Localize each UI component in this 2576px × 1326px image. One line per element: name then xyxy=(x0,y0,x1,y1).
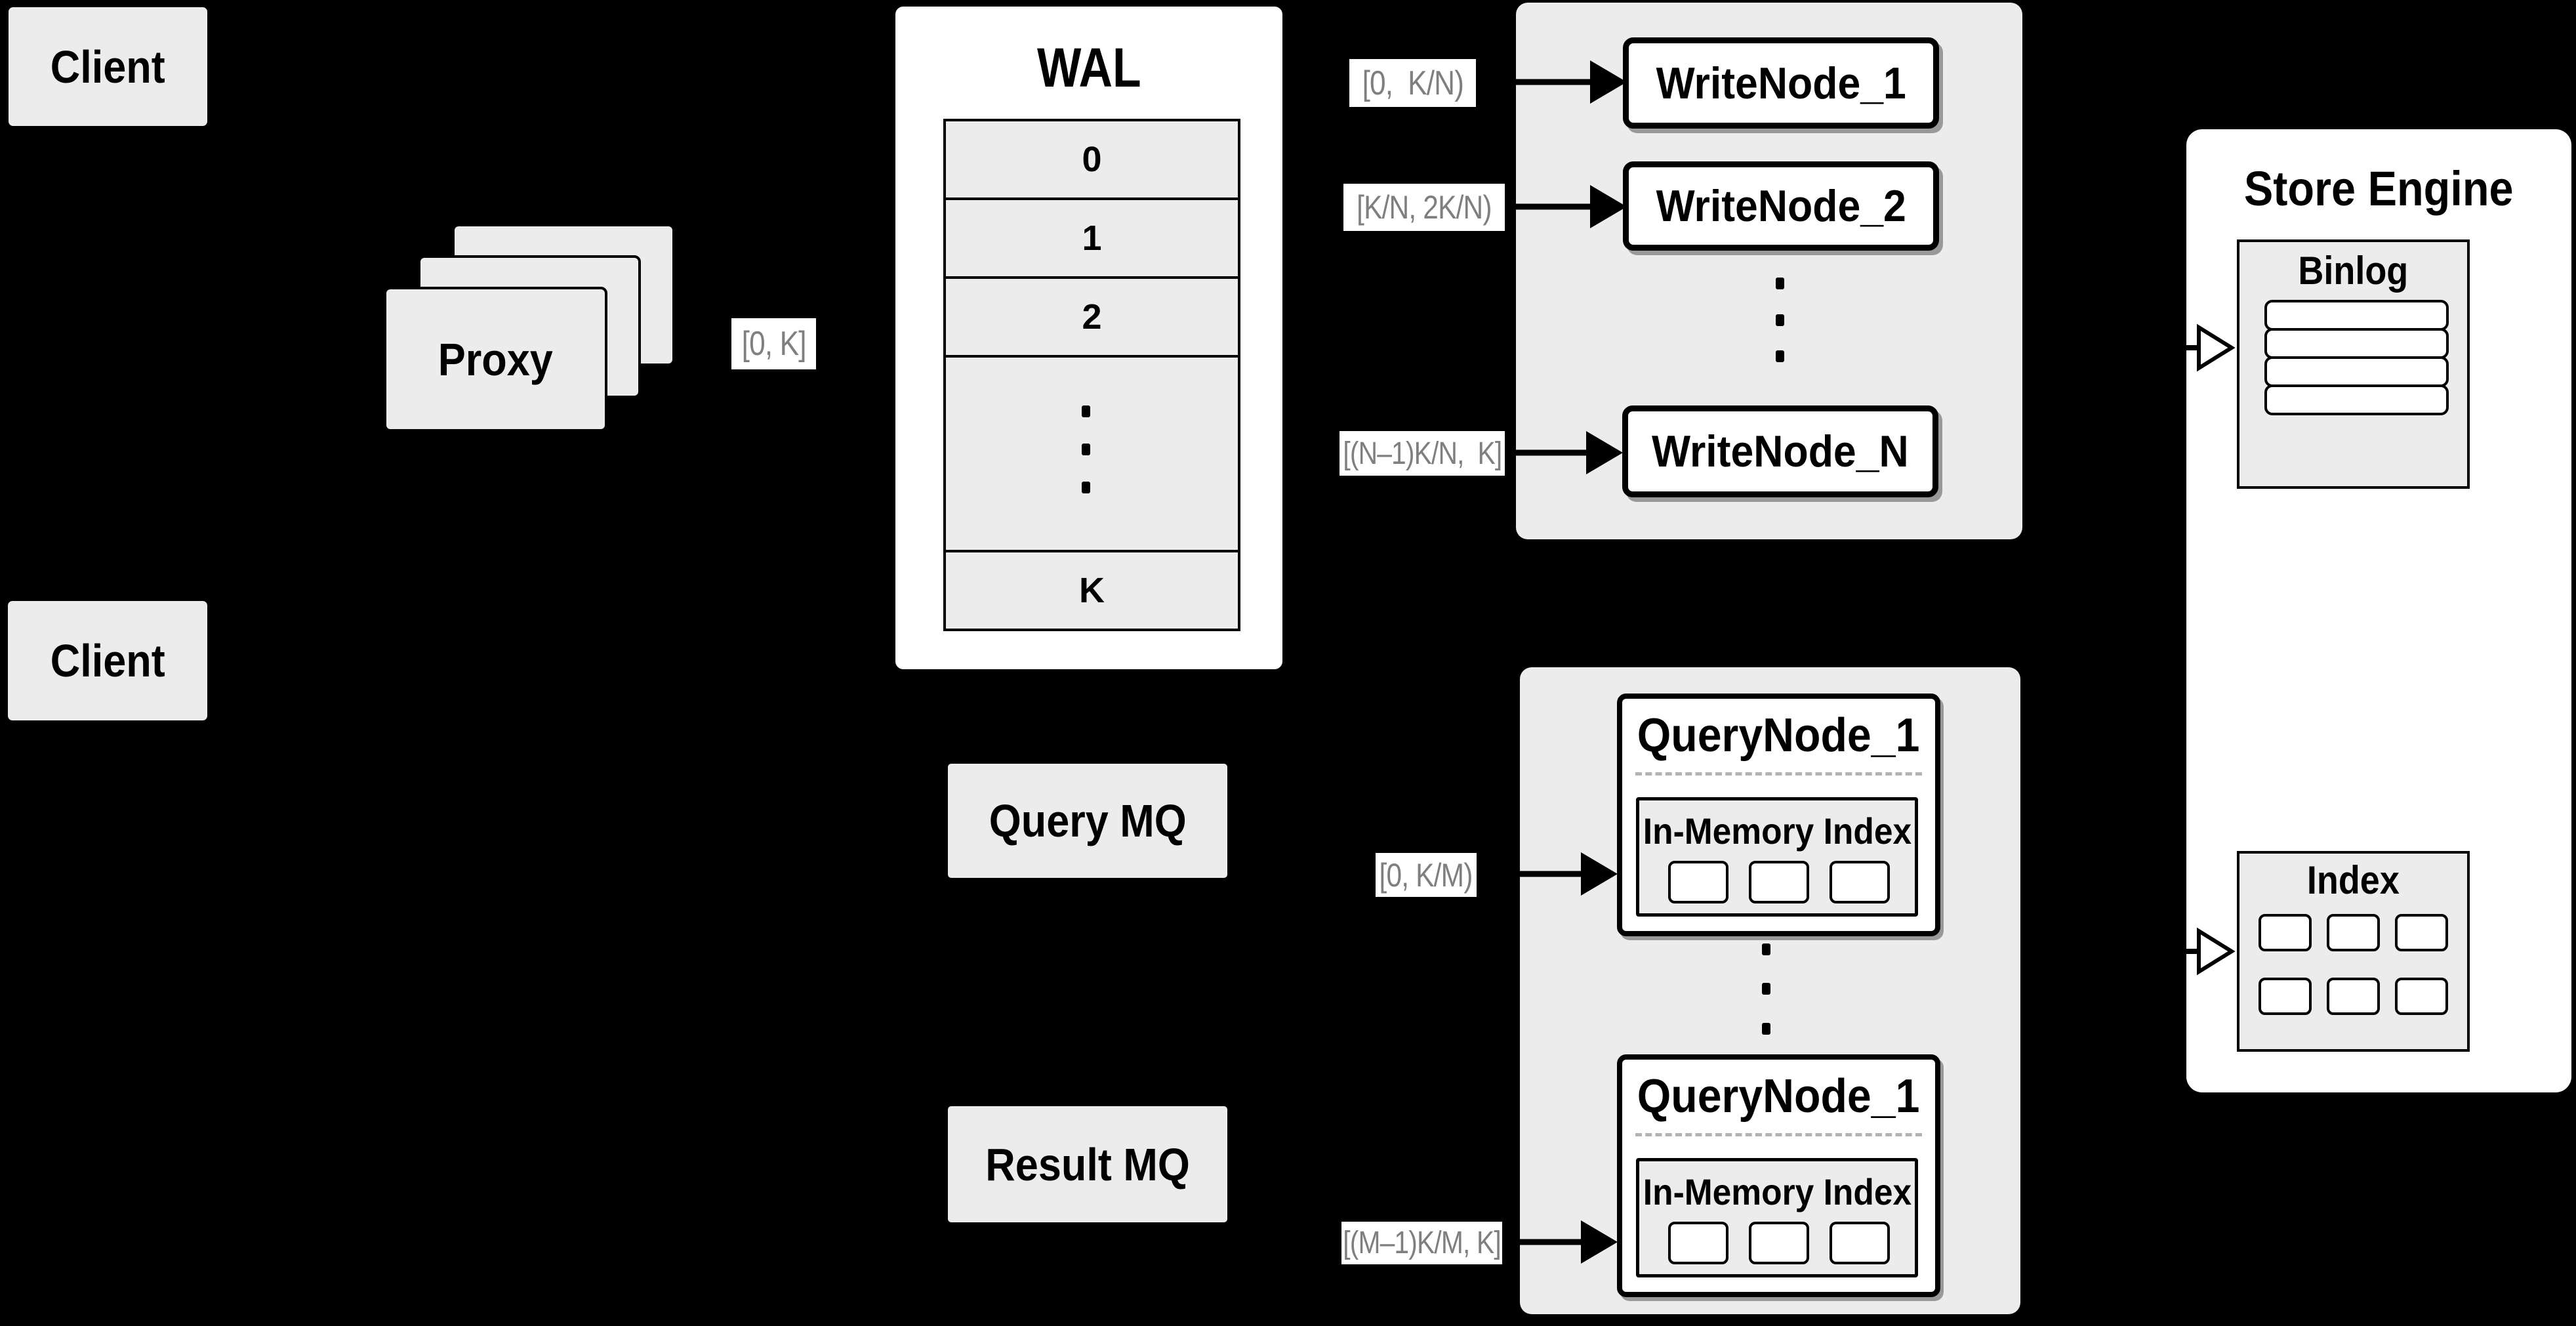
write-node-2-label: WriteNode_2 xyxy=(1656,181,1906,231)
in-memory-index-1-title-wrap: In-Memory Index xyxy=(1639,800,1915,861)
binlog-rows xyxy=(2264,300,2467,415)
client-top-box: Client xyxy=(7,5,209,128)
wal-ellipsis-dot xyxy=(1082,444,1090,455)
store-engine-title: Store Engine xyxy=(2244,161,2514,216)
binlog-box: Binlog xyxy=(2237,239,2470,489)
binlog-title-wrap: Binlog xyxy=(2239,242,2467,299)
result-mq-label: Result MQ xyxy=(985,1138,1190,1190)
query-node-ellipsis-dot xyxy=(1762,983,1770,995)
index-segment xyxy=(2259,914,2312,951)
binlog-row xyxy=(2264,384,2449,415)
query-node-ellipsis-dot xyxy=(1762,943,1770,955)
client-bottom-box: Client xyxy=(6,599,209,722)
memory-segment xyxy=(1668,861,1728,903)
edge-label-write-1: [0, K/N) xyxy=(1349,59,1476,107)
index-segment xyxy=(2395,914,2448,951)
in-memory-index-2-title-wrap: In-Memory Index xyxy=(1639,1161,1915,1222)
query-node-1-box: QueryNode_1 In-Memory Index xyxy=(1617,694,1940,936)
write-node-n-box: WriteNode_N xyxy=(1622,405,1938,497)
wal-ellipsis-dot xyxy=(1082,405,1090,417)
index-title: Index xyxy=(2306,858,2400,902)
in-memory-index-2-box: In-Memory Index xyxy=(1636,1158,1918,1277)
query-node-m-title: QueryNode_1 xyxy=(1637,1070,1920,1123)
in-memory-index-1-title: In-Memory Index xyxy=(1643,810,1912,852)
memory-segment xyxy=(1668,1222,1728,1264)
write-node-1-label: WriteNode_1 xyxy=(1656,58,1906,108)
index-segment xyxy=(2327,914,2380,951)
write-node-ellipsis-dot xyxy=(1776,350,1784,362)
edge-label-query-m: [(M–1)K/M, K] xyxy=(1341,1222,1502,1264)
memory-segment xyxy=(1830,861,1890,903)
binlog-row xyxy=(2264,328,2449,359)
client-top-label: Client xyxy=(50,41,165,93)
index-segment xyxy=(2327,978,2380,1015)
wal-row-0: 0 xyxy=(943,119,1240,200)
index-segment xyxy=(2395,978,2448,1015)
query-node-m-box: QueryNode_1 In-Memory Index xyxy=(1617,1054,1940,1297)
in-memory-index-1-box: In-Memory Index xyxy=(1636,797,1918,917)
index-title-wrap: Index xyxy=(2239,854,2467,906)
wal-row-ellipsis xyxy=(943,355,1240,552)
edge-label-proxy-to-wal: [0, K] xyxy=(731,318,816,369)
query-node-m-separator xyxy=(1635,1133,1922,1136)
query-node-1-separator xyxy=(1635,772,1922,776)
edge-label-write-2: [K/N, 2K/N) xyxy=(1343,184,1505,231)
proxy-label: Proxy xyxy=(438,333,554,385)
query-node-1-title: QueryNode_1 xyxy=(1637,709,1920,762)
edge-label-query-1: [0, K/M) xyxy=(1376,853,1477,897)
client-bottom-label: Client xyxy=(50,635,165,686)
memory-segment xyxy=(1749,1222,1809,1264)
store-engine-title-wrap: Store Engine xyxy=(2186,159,2571,218)
memory-segment xyxy=(1830,1222,1890,1264)
wal-row-k: K xyxy=(943,550,1240,631)
write-node-1-box: WriteNode_1 xyxy=(1623,37,1939,129)
query-mq-box: Query MQ xyxy=(946,762,1229,880)
store-engine-panel: Store Engine Binlog Index xyxy=(2186,129,2571,1092)
query-mq-label: Query MQ xyxy=(989,795,1187,846)
result-mq-box: Result MQ xyxy=(946,1104,1229,1224)
query-node-1-title-wrap: QueryNode_1 xyxy=(1622,699,1935,772)
memory-segment xyxy=(1749,861,1809,903)
wal-title-wrap: WAL xyxy=(895,36,1282,98)
index-box: Index xyxy=(2237,851,2470,1052)
in-memory-index-2-segments xyxy=(1639,1222,1915,1264)
wal-segment-table: 0 1 2 K xyxy=(943,119,1240,631)
wal-title: WAL xyxy=(1036,36,1141,98)
write-node-ellipsis-dot xyxy=(1776,278,1784,289)
query-node-ellipsis-dot xyxy=(1762,1023,1770,1035)
wal-row-1: 1 xyxy=(943,197,1240,279)
index-square-row xyxy=(2239,978,2467,1015)
write-node-ellipsis-dot xyxy=(1776,314,1784,326)
wal-panel: WAL 0 1 2 K xyxy=(895,7,1282,669)
in-memory-index-2-title: In-Memory Index xyxy=(1643,1171,1912,1212)
proxy-box-front: Proxy xyxy=(384,287,607,432)
binlog-row xyxy=(2264,300,2449,331)
wal-ellipsis-dot xyxy=(1082,482,1090,493)
wal-row-2: 2 xyxy=(943,276,1240,358)
write-node-2-box: WriteNode_2 xyxy=(1623,161,1939,251)
binlog-row xyxy=(2264,356,2449,387)
index-segment xyxy=(2259,978,2312,1015)
query-node-m-title-wrap: QueryNode_1 xyxy=(1622,1060,1935,1133)
binlog-title: Binlog xyxy=(2298,248,2409,293)
in-memory-index-1-segments xyxy=(1639,861,1915,903)
index-square-row xyxy=(2239,914,2467,951)
write-node-n-label: WriteNode_N xyxy=(1652,426,1909,476)
edge-label-write-n: [(N–1)K/N, K] xyxy=(1339,431,1505,476)
